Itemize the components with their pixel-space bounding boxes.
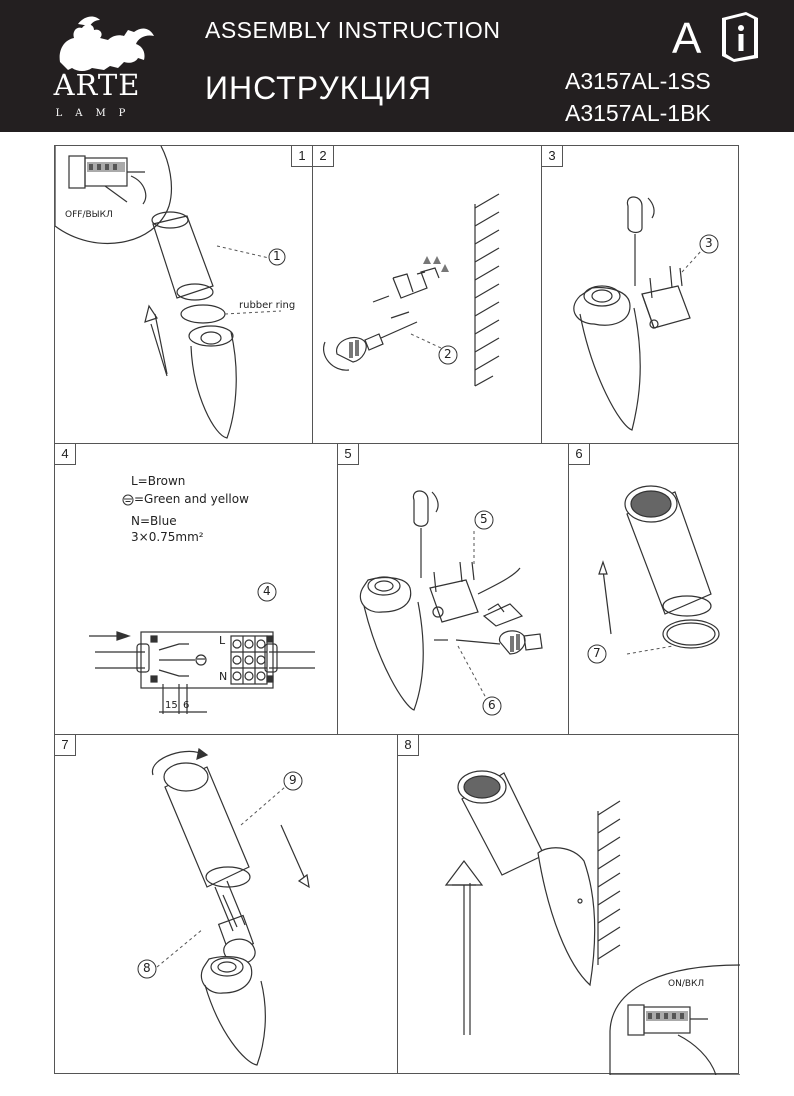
strip-dim-6: 6 (183, 700, 190, 711)
wiring-ground: =Green and yellow (134, 492, 249, 506)
callout-7: 7 (593, 646, 601, 660)
step-number: 8 (398, 735, 419, 756)
callout-6: 6 (488, 698, 496, 712)
step-number: 5 (338, 444, 359, 465)
terminal-letter-l: L (219, 634, 226, 647)
step-number: 3 (542, 146, 563, 167)
step-2-illustration (323, 193, 500, 387)
terminal-letter-n: N (219, 670, 228, 683)
step-panel-4: 4 L=Brown =Green and yellow N=Blue 3×0.7… (54, 443, 338, 735)
brand-subtitle: LAMP (55, 108, 139, 119)
callout-5: 5 (480, 512, 488, 526)
step-3-illustration (573, 196, 719, 431)
callout-1: 1 (273, 249, 281, 263)
step-panel-1: 1 1 OFF/ВЫКЛ (54, 145, 313, 445)
brand-name: ARTE (53, 68, 141, 102)
title-russian: ИНСТРУКЦИЯ (205, 70, 433, 106)
step-number: 1 (291, 146, 312, 167)
wiring-blue: N=Blue (131, 514, 177, 528)
step-1-illustration (55, 146, 286, 439)
step-6-illustration (587, 485, 720, 664)
model-number-bk: A3157AL-1BK (565, 100, 711, 126)
title-english: ASSEMBLY INSTRUCTION (205, 17, 501, 43)
step-number: 4 (55, 444, 76, 465)
strip-dim-15: 15 (165, 700, 178, 711)
step-panel-7: 7 9 8 (54, 734, 398, 1074)
ground-symbol-icon (122, 494, 134, 506)
callout-9: 9 (289, 773, 297, 787)
wiring-brown: L=Brown (131, 474, 186, 488)
callout-3: 3 (705, 236, 713, 250)
step-panel-6: 6 7 (568, 443, 739, 735)
step-panel-2: 2 2 (312, 145, 542, 445)
off-switch-label: OFF/ВЫКЛ (65, 210, 113, 220)
step-7-illustration (137, 747, 310, 1066)
step-5-illustration (359, 490, 543, 716)
step-panel-5: 5 5 6 (337, 443, 569, 735)
step-number: 2 (313, 146, 334, 167)
step-number: 6 (569, 444, 590, 465)
on-switch-label: ON/ВКЛ (668, 979, 705, 989)
model-number-ss: A3157AL-1SS (565, 68, 711, 94)
step-number: 7 (55, 735, 76, 756)
language-letter: A (672, 14, 702, 63)
callout-2: 2 (444, 347, 452, 361)
wire-section: 3×0.75mm² (131, 530, 204, 544)
step-8-illustration (444, 770, 740, 1075)
info-book-icon (722, 12, 758, 62)
callout-4: 4 (263, 584, 271, 598)
terminal-block-illustration (89, 582, 315, 714)
griffin-logo-icon (59, 16, 154, 71)
step-panel-3: 3 3 (541, 145, 739, 445)
header-bar: ARTE LAMP ASSEMBLY INSTRUCTION ИНСТРУКЦИ… (0, 0, 794, 132)
step-panel-8: 8 ON/ВКЛ (397, 734, 740, 1075)
rubber-ring-label: rubber ring (239, 300, 296, 311)
callout-8: 8 (143, 961, 151, 975)
